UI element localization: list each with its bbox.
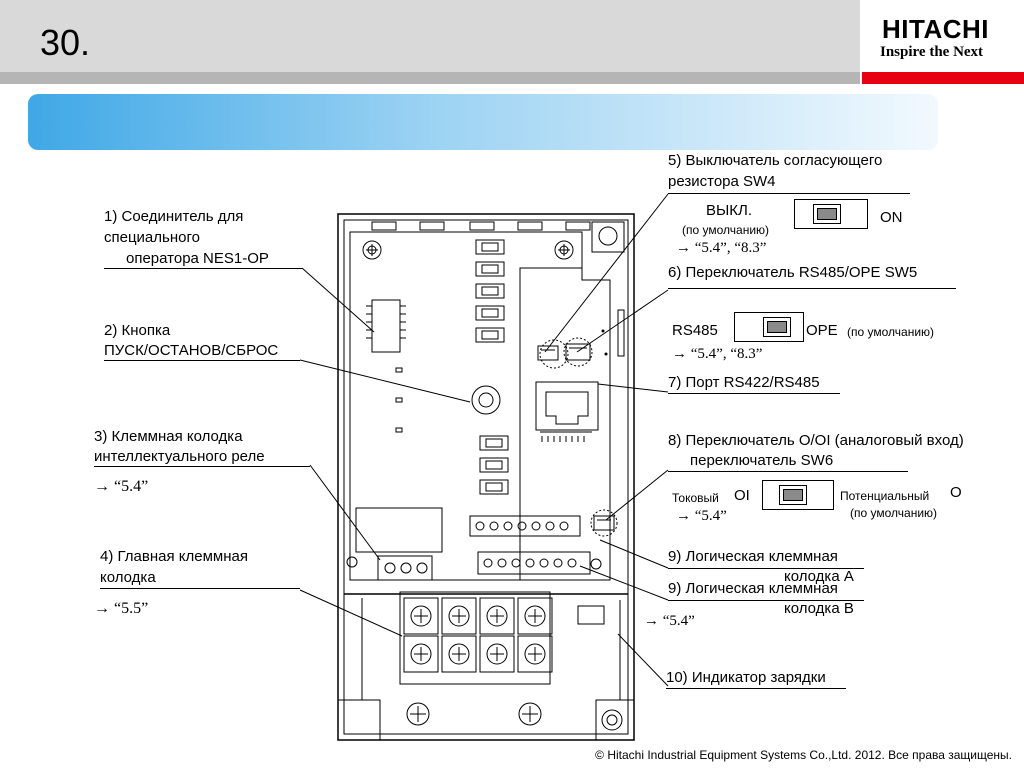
- underline-9a: [668, 568, 864, 569]
- hitachi-logo: HITACHI: [882, 14, 990, 44]
- underline-4: [100, 588, 300, 589]
- underline-9b: [668, 600, 864, 601]
- label-relay-terminal-line1: 3) Клеммная колодка: [94, 428, 243, 445]
- label-nes1-connector-line3: оператора NES1-OP: [126, 250, 269, 267]
- label-rs422-port: 7) Порт RS422/RS485: [668, 374, 820, 391]
- ref-main-terminal: → “5.5”: [94, 600, 149, 617]
- ref-logic-terminals: → “5.4”: [644, 613, 695, 629]
- label-sw4-line1: 5) Выключатель согласующего: [668, 152, 883, 169]
- slide-number: 30.: [40, 22, 91, 63]
- ref-sw6: → “5.4”: [676, 508, 727, 524]
- sw5-default-note: (по умолчанию): [847, 325, 935, 339]
- underline-2: [104, 360, 300, 361]
- sw6-default-note: (по умолчанию): [850, 506, 938, 520]
- sw4-default-note: (по умолчанию): [682, 223, 770, 237]
- sw5-rs485-label: RS485: [672, 322, 718, 339]
- sw5-ope-label: OPE: [806, 322, 838, 339]
- header-bar: [0, 0, 860, 72]
- label-relay-terminal-line2: интеллектуального реле: [94, 448, 265, 465]
- label-charge-indicator: 10) Индикатор зарядки: [666, 669, 826, 686]
- sw4-on-label: ON: [880, 209, 903, 226]
- sw4-off-label: ВЫКЛ.: [706, 202, 753, 219]
- underline-5: [668, 193, 910, 194]
- header-underline: [0, 72, 860, 84]
- label-main-terminal-line2: колодка: [100, 569, 156, 586]
- label-sw4-line2: резистора SW4: [668, 173, 776, 190]
- label-nes1-connector-line1: 1) Соединитель для: [104, 208, 244, 225]
- logo-red-bar: [862, 72, 1024, 84]
- sw6-voltage-label: Потенциальный: [840, 489, 930, 503]
- label-logic-b-line1: 9) Логическая клеммная: [668, 580, 838, 597]
- sw6-oi-label: OI: [734, 487, 750, 504]
- title-banner: [28, 94, 938, 150]
- logo-area: [862, 0, 1024, 86]
- ref-sw5: → “5.4”, “8.3”: [672, 346, 763, 362]
- label-start-stop-line1: 2) Кнопка: [104, 322, 171, 339]
- underline-6: [668, 288, 956, 289]
- underline-1: [104, 268, 302, 269]
- label-start-stop-line2: ПУСК/ОСТАНОВ/СБРОС: [104, 342, 279, 359]
- label-main-terminal-line1: 4) Главная клеммная: [100, 548, 248, 565]
- label-sw5: 6) Переключатель RS485/OPE SW5: [668, 264, 918, 281]
- sw4-switch-diagram: [794, 199, 868, 229]
- ref-sw4: → “5.4”, “8.3”: [676, 240, 767, 256]
- logo-tagline: Inspire the Next: [880, 44, 984, 60]
- label-nes1-connector-line2: специального: [104, 229, 200, 246]
- label-logic-a-line1: 9) Логическая клеммная: [668, 548, 838, 565]
- sw6-o-label: O: [950, 484, 962, 501]
- underline-8: [668, 471, 908, 472]
- sw6-switch-diagram: [762, 480, 834, 510]
- copyright-footer: © Hitachi Industrial Equipment Systems C…: [595, 748, 1012, 762]
- ref-relay-terminal: → “5.4”: [94, 478, 149, 495]
- label-sw6-line2: переключатель SW6: [690, 452, 834, 469]
- sw5-switch-diagram: [734, 312, 804, 342]
- underline-7: [668, 393, 840, 394]
- label-logic-b-line2: колодка B: [784, 600, 854, 617]
- sw6-current-label: Токовый: [672, 491, 719, 505]
- label-logic-a-line2: колодка A: [784, 568, 854, 585]
- underline-10: [666, 688, 846, 689]
- label-sw6-line1: 8) Переключатель O/OI (аналоговый вход): [668, 432, 964, 449]
- underline-3: [94, 466, 310, 467]
